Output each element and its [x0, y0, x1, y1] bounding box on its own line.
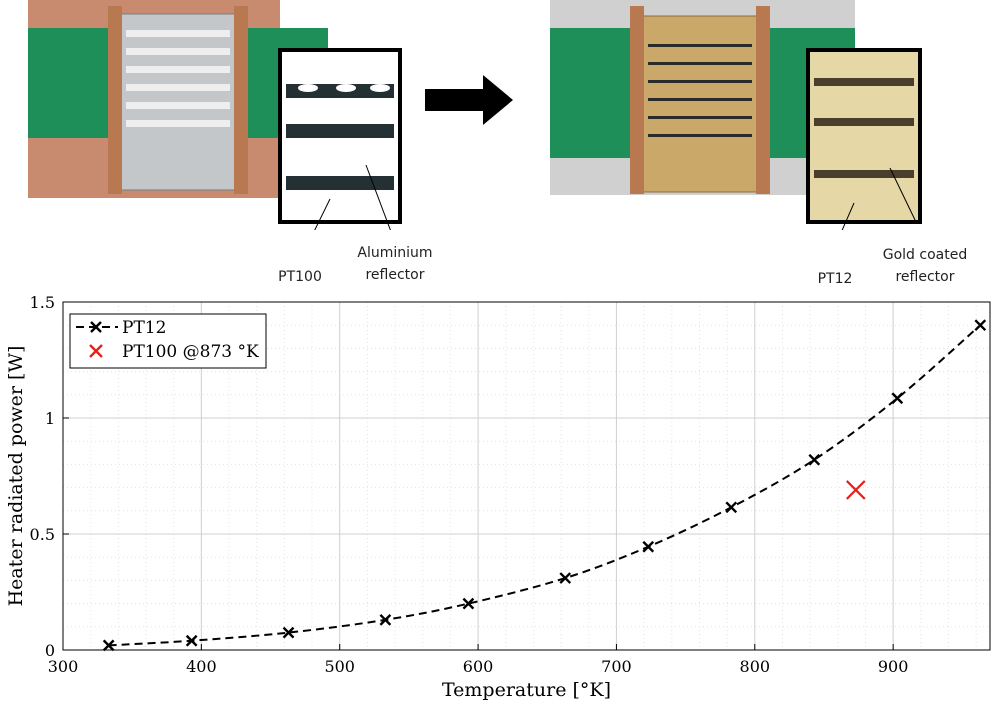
y-tick-label: 0: [45, 641, 55, 660]
data-point: [379, 613, 392, 626]
label-pt12: PT12: [817, 271, 853, 287]
data-point: [102, 639, 115, 652]
right-arrow-icon: [425, 75, 513, 125]
label-gold-reflector: Gold coated reflector: [870, 244, 980, 288]
label-aluminium-reflector: Aluminium reflector: [345, 242, 445, 286]
legend-pt100-label: PT100 @873 °K: [122, 342, 259, 362]
axis-ticks: 300 400 500 600 700 800 900 0 0.5 1 1.5: [30, 293, 909, 676]
series-group: [102, 319, 987, 652]
photo-aluminium-reflector: [28, 0, 402, 230]
radiated-power-chart: 300 400 500 600 700 800 900 0 0.5 1 1.5 Temperatur…: [5, 293, 991, 701]
label-pt100: PT100: [278, 269, 322, 285]
x-tick-label: 700: [601, 657, 632, 676]
series-pt12: [102, 319, 987, 652]
data-point: [725, 501, 738, 514]
data-point: [642, 540, 655, 553]
x-tick-label: 900: [878, 657, 909, 676]
data-point: [808, 453, 821, 466]
x-tick-label: 800: [740, 657, 771, 676]
x-tick-label: 400: [186, 657, 217, 676]
data-point: [462, 597, 475, 610]
data-point: [846, 480, 866, 500]
label-aluminium-line2: reflector: [365, 267, 425, 283]
y-tick-label: 1.5: [30, 293, 55, 312]
legend: PT12 PT100 @873 °K: [69, 313, 267, 369]
series-pt100: [846, 480, 866, 500]
data-point: [891, 392, 904, 405]
x-axis-label: Temperature [°K]: [442, 679, 611, 701]
legend-pt12-label: PT12: [122, 318, 166, 338]
y-tick-label: 1: [45, 409, 55, 428]
data-point: [185, 634, 198, 647]
x-tick-label: 500: [324, 657, 355, 676]
label-gold-line1: Gold coated: [882, 247, 968, 263]
plot-frame: [62, 301, 991, 651]
x-tick-label: 300: [48, 657, 79, 676]
y-axis-label: Heater radiated power [W]: [5, 346, 27, 607]
label-aluminium-line1: Aluminium: [357, 245, 433, 261]
legend-box: [69, 313, 267, 369]
legend-pt100-marker: [89, 344, 103, 358]
x-tick-label: 600: [463, 657, 494, 676]
data-point: [559, 572, 572, 584]
y-tick-label: 0.5: [30, 525, 55, 544]
data-point: [282, 626, 295, 639]
photo-gold-reflector: [550, 0, 922, 230]
label-gold-line2: reflector: [895, 269, 955, 285]
data-point: [974, 319, 987, 332]
legend-pt12-marker: [90, 321, 102, 333]
series-pt12-line: [108, 324, 981, 647]
